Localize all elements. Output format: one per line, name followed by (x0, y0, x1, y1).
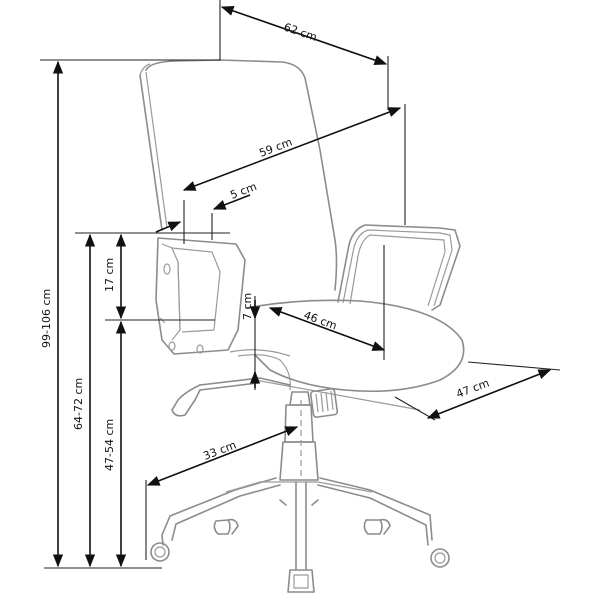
right-armrest (337, 224, 461, 311)
label-seat-depth: 46 cm (302, 309, 339, 333)
left-armrest (155, 237, 246, 355)
label-overall-height: 99-106 cm (40, 289, 53, 348)
dimension-labels: 62 cm 59 cm 5 cm 46 cm 47 cm 33 cm 7 cm … (40, 21, 491, 471)
label-armrest-width: 5 cm (228, 180, 258, 202)
chair-drawing (139, 59, 465, 593)
seat (229, 299, 465, 411)
label-armrest-above-seat: 17 cm (103, 258, 116, 292)
casters (150, 518, 450, 593)
label-overall-width: 62 cm (282, 21, 319, 44)
label-seat-width: 47 cm (454, 376, 491, 400)
label-seat-thickness: 7 cm (241, 293, 254, 320)
star-base (161, 477, 433, 571)
tilt-lever (171, 377, 339, 418)
label-backrest-height: 59 cm (257, 135, 294, 159)
backrest (145, 59, 338, 291)
label-seat-height: 47-54 cm (103, 419, 116, 471)
label-armrest-height: 64-72 cm (72, 378, 85, 430)
dimension-lines (40, 0, 561, 569)
label-base-radius: 33 cm (201, 438, 238, 462)
